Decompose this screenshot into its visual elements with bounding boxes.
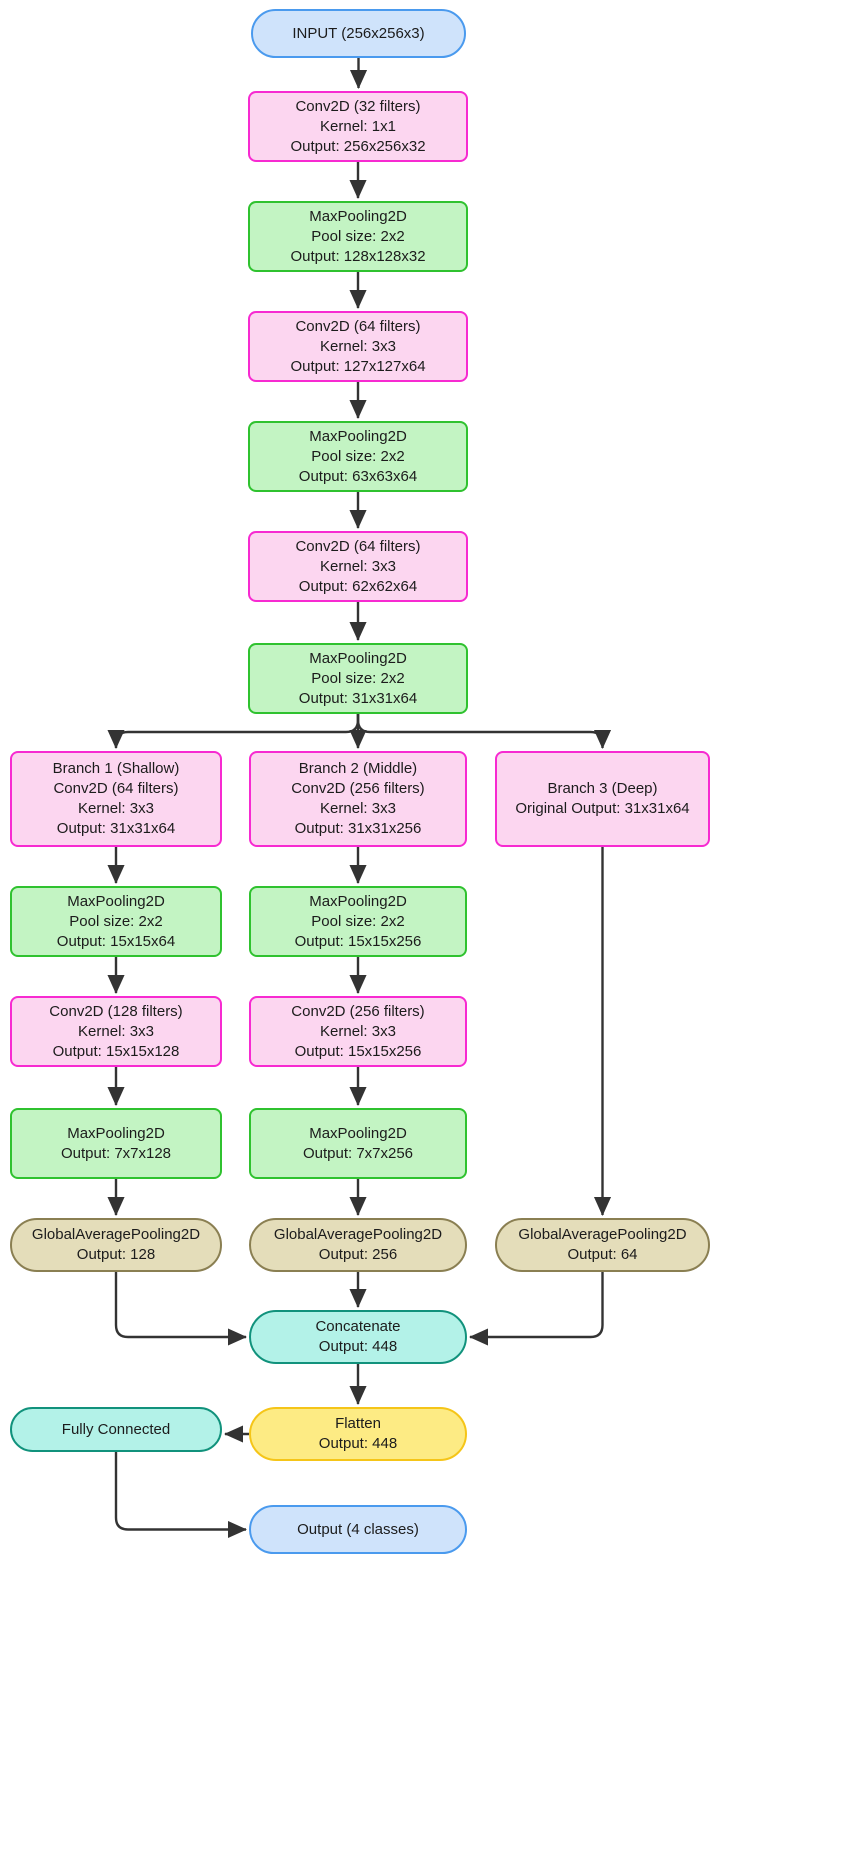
node-branch2_conv2-line-2: Output: 15x15x256 [294,1042,422,1060]
node-branch2_conv-line-3: Output: 31x31x256 [294,820,422,837]
node-concat-line-0: Concatenate [315,1318,401,1335]
node-conv2-line-1: Kernel: 3x3 [320,337,396,355]
node-gap3-line-1: Output: 64 [567,1246,638,1263]
node-branch1_conv-line-3: Output: 31x31x64 [56,820,176,837]
node-pool1-line-1: Pool size: 2x2 [311,227,405,245]
node-flatten-line-1: Output: 448 [318,1435,398,1452]
node-conv2-line-0: Conv2D (64 filters) [295,317,421,335]
node-conv1-line-2: Output: 256x256x32 [290,137,426,155]
node-branch2_pool2-line-1: Output: 7x7x256 [302,1144,414,1162]
node-fc-line-0: Fully Connected [61,1420,171,1438]
edge-pool3-to-branch3_box [356,714,612,749]
node-branch1_conv2-line-1: Kernel: 3x3 [78,1022,154,1040]
node-pool2-line-0: MaxPooling2D [309,427,407,445]
node-gap1[interactable]: GlobalAveragePooling2D Output: 128 [10,1218,222,1272]
node-branch2_conv2-line-0: Conv2D (256 filters) [291,1002,425,1020]
node-conv3-line-2: Output: 62x62x64 [298,577,418,595]
node-branch1_pool1-line-2: Output: 15x15x64 [56,932,176,950]
node-branch2_conv[interactable]: Branch 2 (Middle) Conv2D (256 filters) Ker… [249,751,467,847]
edge-gap1-to-concat [114,1272,247,1346]
node-branch1_pool2[interactable]: MaxPooling2D Output: 7x7x128 [10,1108,222,1179]
node-input[interactable]: INPUT (256x256x3) [251,9,466,58]
node-conv1-line-0: Conv2D (32 filters) [295,97,421,115]
node-conv3-line-0: Conv2D (64 filters) [295,537,421,555]
node-branch3_box-line-0: Branch 3 (Deep) [547,780,658,797]
node-flatten-line-0: Flatten [335,1415,381,1432]
node-gap2-line-0: GlobalAveragePooling2D [273,1226,443,1243]
node-branch2_pool1-line-0: MaxPooling2D [309,892,407,910]
node-output-line-0: Output (4 classes) [297,1520,419,1538]
node-branch2_conv-line-2: Kernel: 3x3 [320,800,396,817]
node-concat-line-1: Output: 448 [318,1338,398,1355]
edge-fc-to-output [114,1452,247,1539]
node-pool1-line-0: MaxPooling2D [309,207,407,225]
node-branch1_pool1-line-1: Pool size: 2x2 [69,912,163,930]
node-gap3[interactable]: GlobalAveragePooling2D Output: 64 [495,1218,710,1272]
edge-pool3-to-branch1_conv [107,714,360,749]
node-branch1_pool2-line-0: MaxPooling2D [67,1124,165,1142]
node-conv1-line-1: Kernel: 1x1 [320,117,396,135]
node-fc[interactable]: Fully Connected [10,1407,222,1452]
node-branch1_pool1-line-0: MaxPooling2D [67,892,165,910]
node-branch2_conv-line-1: Conv2D (256 filters) [291,780,425,797]
node-conv3-line-1: Kernel: 3x3 [320,557,396,575]
node-branch1_conv2-line-0: Conv2D (128 filters) [49,1002,183,1020]
node-pool3-line-2: Output: 31x31x64 [298,689,418,707]
node-pool3-line-1: Pool size: 2x2 [311,669,405,687]
node-pool3-line-0: MaxPooling2D [309,649,407,667]
node-gap1-line-0: GlobalAveragePooling2D [31,1226,201,1243]
node-output[interactable]: Output (4 classes) [249,1505,467,1554]
node-pool2-line-2: Output: 63x63x64 [298,467,418,485]
edge-gap3-to-concat [469,1272,604,1346]
node-gap1-line-1: Output: 128 [76,1246,156,1263]
node-branch2_conv2-line-1: Kernel: 3x3 [320,1022,396,1040]
node-branch2_conv-line-0: Branch 2 (Middle) [298,760,418,777]
node-input-line-0: INPUT (256x256x3) [292,24,425,42]
node-gap2[interactable]: GlobalAveragePooling2D Output: 256 [249,1218,467,1272]
node-branch3_box-line-1: Original Output: 31x31x64 [515,800,690,817]
node-branch1_conv-line-0: Branch 1 (Shallow) [52,760,180,777]
node-branch1_conv2-line-2: Output: 15x15x128 [52,1042,180,1060]
node-pool1-line-2: Output: 128x128x32 [290,247,426,265]
node-branch1_conv-line-1: Conv2D (64 filters) [53,780,179,797]
node-pool2-line-1: Pool size: 2x2 [311,447,405,465]
node-branch2_pool2[interactable]: MaxPooling2D Output: 7x7x256 [249,1108,467,1179]
node-gap3-line-0: GlobalAveragePooling2D [518,1226,687,1243]
node-conv2-line-2: Output: 127x127x64 [290,357,426,375]
node-branch2_pool2-line-0: MaxPooling2D [309,1124,407,1142]
node-branch1_conv[interactable]: Branch 1 (Shallow) Conv2D (64 filters) Ker… [10,751,222,847]
node-branch1_conv-line-2: Kernel: 3x3 [78,800,154,817]
node-branch3_box[interactable]: Branch 3 (Deep) Original Output: 31x31x64 [495,751,710,847]
node-branch2_pool1-line-1: Pool size: 2x2 [311,912,405,930]
node-branch1_pool2-line-1: Output: 7x7x128 [60,1144,172,1162]
node-gap2-line-1: Output: 256 [318,1246,398,1263]
node-branch2_pool1-line-2: Output: 15x15x256 [294,932,422,950]
